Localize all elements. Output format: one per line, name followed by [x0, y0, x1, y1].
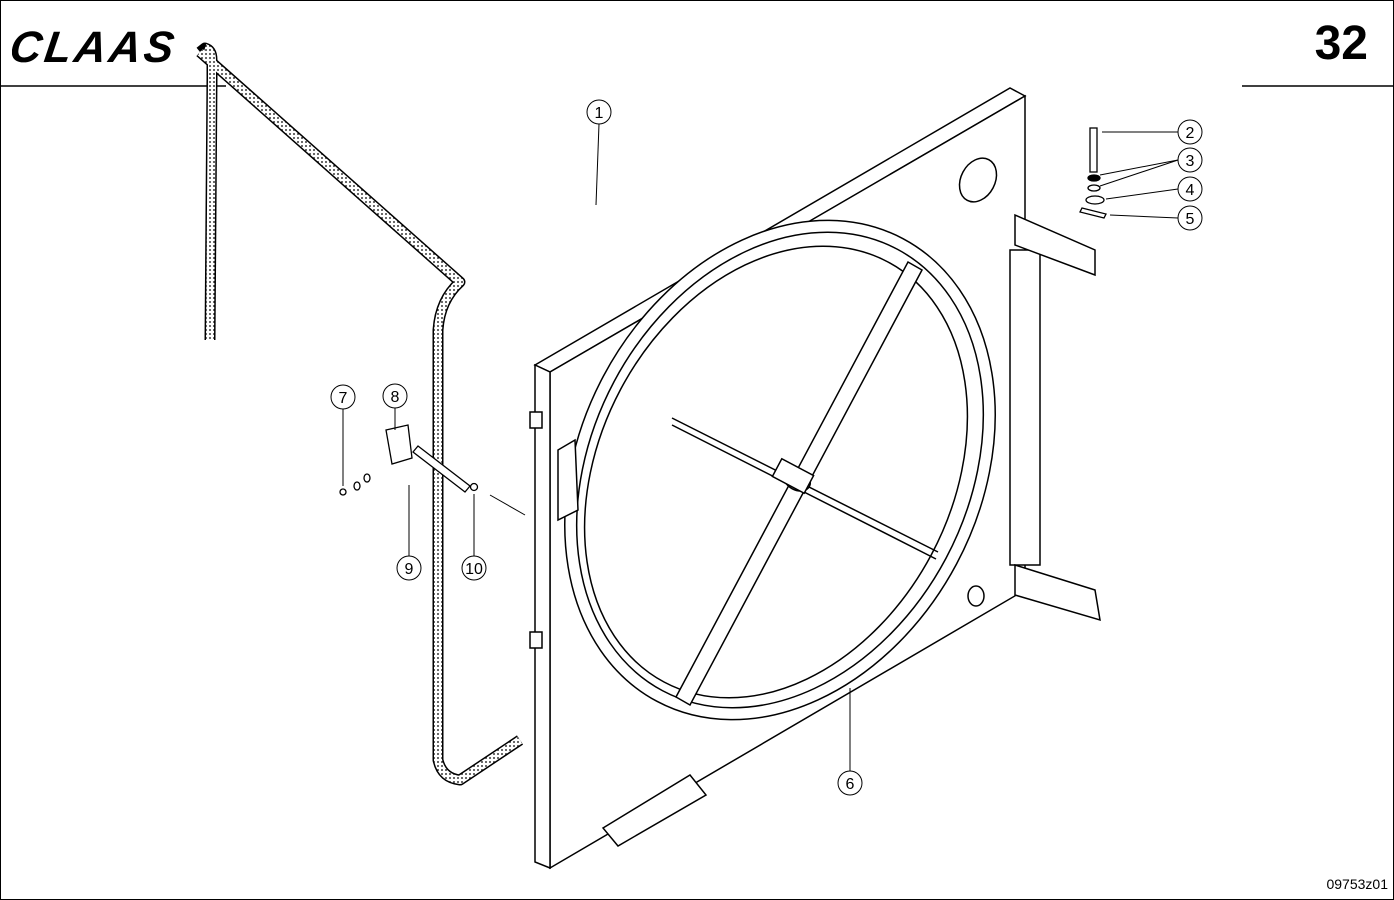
svg-text:9: 9	[405, 561, 414, 578]
callout-7: 7	[330, 384, 356, 410]
washer-small	[363, 473, 371, 483]
callout-1: 1	[586, 99, 612, 125]
svg-text:10: 10	[465, 561, 483, 578]
bolt	[1089, 127, 1098, 173]
claas-logo-text: CLAAS	[12, 23, 180, 70]
svg-text:1: 1	[595, 105, 604, 122]
callout-8: 8	[382, 383, 408, 409]
bolt-hardware	[1079, 127, 1107, 219]
leader-lines	[342, 123, 1179, 772]
pin-hardware	[339, 424, 479, 496]
svg-text:8: 8	[391, 389, 400, 406]
callout-4: 4	[1177, 176, 1203, 202]
callouts: 1 2 3 4 5 6 7 8 9 10	[330, 99, 1203, 796]
shroud-side-edge	[534, 363, 551, 870]
callout-5: 5	[1177, 205, 1203, 231]
svg-text:6: 6	[846, 776, 855, 793]
claas-logo: CLAAS	[12, 23, 180, 70]
shroud-port-top	[958, 157, 998, 203]
spacer	[353, 481, 361, 491]
right-mount-rail	[1009, 249, 1041, 566]
screw	[339, 488, 347, 496]
callout-2: 2	[1177, 119, 1203, 145]
pin-cap	[469, 482, 479, 492]
lock-washer	[1087, 174, 1101, 182]
page-number: 32	[1314, 17, 1368, 70]
callout-9: 9	[396, 555, 422, 581]
callout-3: 3	[1177, 147, 1203, 173]
svg-text:3: 3	[1186, 153, 1195, 170]
callout-10: 10	[461, 555, 487, 581]
callout-6: 6	[837, 770, 863, 796]
svg-text:2: 2	[1186, 125, 1195, 142]
svg-text:7: 7	[339, 390, 348, 407]
left-clip-top	[529, 411, 543, 429]
shroud-port-bottom	[967, 585, 985, 607]
fan-shroud	[529, 87, 1101, 870]
clip-plate	[1079, 207, 1107, 219]
upper-support-arm	[1014, 213, 1096, 277]
svg-text:5: 5	[1186, 211, 1195, 228]
left-handle	[557, 438, 579, 522]
svg-text:4: 4	[1186, 182, 1195, 199]
drawing-number: 09753z01	[1326, 876, 1388, 892]
hub-sleeve	[771, 457, 815, 495]
foot-bracket	[601, 774, 708, 847]
lower-support-arm	[1014, 563, 1101, 622]
left-clip-bottom	[529, 631, 543, 649]
nut	[1087, 184, 1101, 192]
latch-plate	[385, 424, 413, 465]
washer	[1085, 195, 1105, 205]
